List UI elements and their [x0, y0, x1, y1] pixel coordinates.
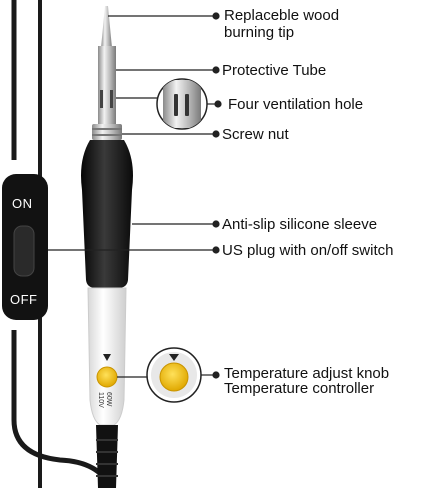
vent-hole-1 — [100, 90, 103, 108]
zoom-knob — [159, 362, 189, 392]
label-sleeve: Anti-slip silicone sleeve — [222, 216, 378, 233]
burning-tip — [101, 6, 112, 48]
silicone-sleeve — [81, 140, 133, 288]
vent-hole-2 — [110, 90, 113, 108]
zoom-vent-2 — [185, 94, 189, 116]
label-tip-line2: burning tip — [224, 24, 295, 41]
label-knob-line1: Temperature adjust knob — [224, 365, 390, 382]
label-nut: Screw nut — [222, 126, 289, 143]
screw-nut — [92, 124, 122, 140]
strain-relief — [96, 425, 118, 488]
protective-tube — [98, 46, 116, 124]
handle-spec-wattage: 60W — [105, 392, 112, 407]
label-tip-line1: Replaceble wood — [224, 7, 340, 24]
handle-knob — [96, 366, 118, 388]
label-knob-line2: Temperature controller — [224, 380, 375, 397]
handle-spec-voltage: 110V — [97, 392, 104, 408]
switch-off-label: OFF — [10, 292, 38, 307]
switch-on-label: ON — [12, 196, 33, 211]
switch-rocker — [13, 225, 35, 277]
label-vent: Four ventilation hole — [228, 96, 364, 113]
zoom-vent-1 — [174, 94, 178, 116]
knob-marker — [103, 354, 111, 361]
label-tube: Protective Tube — [222, 62, 327, 79]
label-plug: US plug with on/off switch — [222, 242, 394, 259]
